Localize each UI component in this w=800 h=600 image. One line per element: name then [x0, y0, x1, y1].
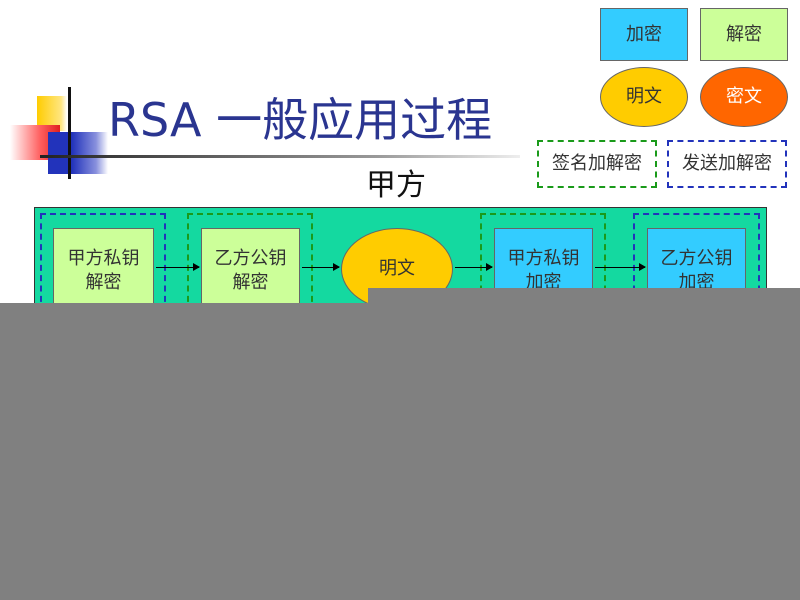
step-decrypt-a-private: 甲方私钥 解密	[53, 228, 154, 313]
legend-ciphertext: 密文	[700, 67, 788, 127]
title-underline	[40, 155, 520, 158]
legend-sign-group: 签名加解密	[537, 140, 657, 188]
arrow-icon	[455, 263, 493, 271]
page-title: RSA 一般应用过程	[108, 93, 493, 147]
legend-plaintext: 明文	[600, 67, 688, 127]
arrow-icon	[302, 263, 340, 271]
occluding-overlay	[0, 303, 800, 600]
step-decrypt-b-public: 乙方公钥 解密	[201, 228, 300, 313]
arrow-icon	[595, 263, 646, 271]
logo-decoration	[10, 85, 110, 180]
arrow-icon	[156, 263, 200, 271]
legend-decrypt: 解密	[700, 8, 788, 61]
legend-encrypt: 加密	[600, 8, 688, 61]
party-label: 甲方	[366, 168, 426, 203]
legend-send-group: 发送加解密	[667, 140, 787, 188]
